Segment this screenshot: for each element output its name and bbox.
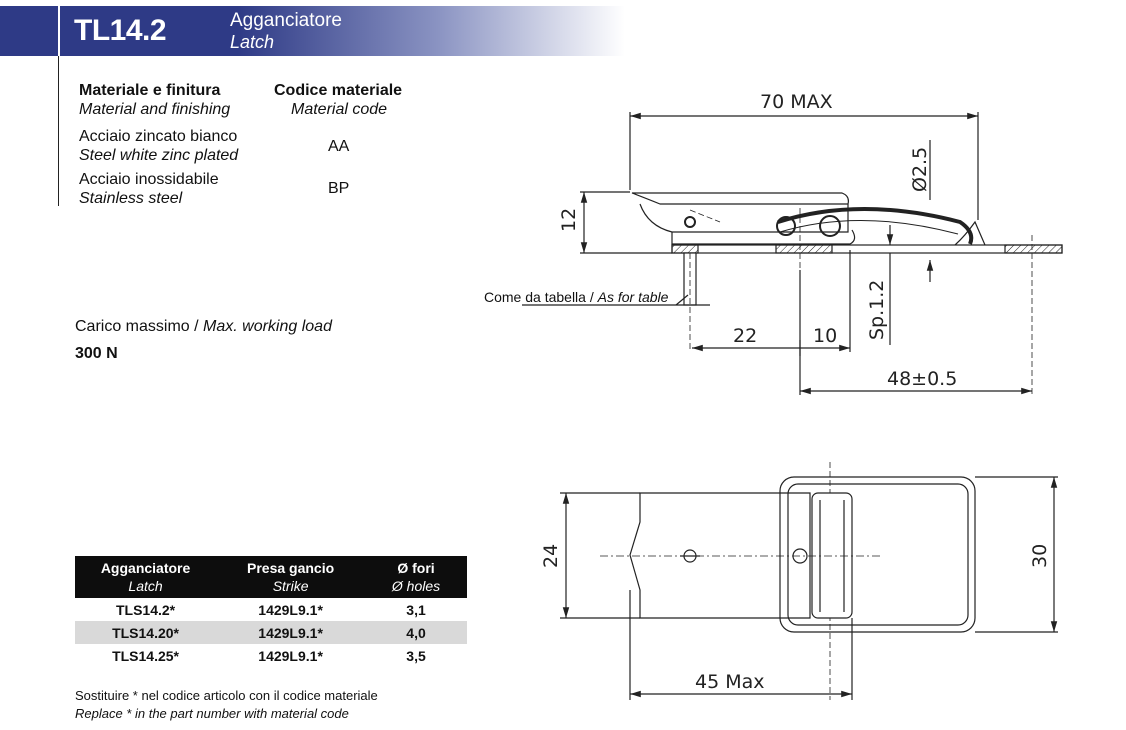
table-cell: 3,5 [406,647,426,664]
table-cell: TLS14.20* [75,621,217,644]
material-row-1-en: Steel white zinc plated [79,147,239,164]
side-view [522,112,1063,395]
table-cell: 1429L9.1* [216,621,366,644]
callout-it: Come da tabella / [484,289,598,305]
material-row-1-code: AA [328,138,350,155]
table-row: TLS14.20* 1429L9.1* 4,0 [75,621,467,644]
dim-24: 24 [540,544,562,568]
material-row-1-it: Acciaio zincato bianco [79,128,238,145]
header-bar [0,6,625,56]
max-load-label-it: Carico massimo / [75,318,204,335]
max-load-label-en: Max. working load [203,318,332,335]
note-en: Replace * in the part number with materi… [75,706,349,721]
dim-70-max: 70 MAX [760,91,833,113]
dim-12: 12 [558,208,580,232]
code-heading-it: Codice materiale [274,82,403,99]
dim-diameter: Ø2.5 [909,147,931,192]
material-heading-it: Materiale e finitura [79,82,221,99]
section-divider [58,56,59,206]
dim-10: 10 [813,325,837,347]
table-cell: 3,1 [406,601,426,618]
dim-45-max: 45 Max [695,671,765,693]
dim-48: 48±0.5 [887,368,957,390]
material-row-2-it: Acciaio inossidabile [79,171,219,188]
max-load-value: 300 N [75,345,118,362]
dim-thickness: Sp.1.2 [866,280,888,340]
top-view [560,462,1058,700]
table-cell: TLS14.2* [115,601,176,618]
table-cell: 4,0 [365,621,467,644]
product-name-it: Agganciatore [230,10,342,31]
material-row-2-code: BP [328,180,350,197]
material-heading-en: Material and finishing [79,101,231,118]
dim-22: 22 [733,325,757,347]
max-load-label: Carico massimo / Max. working load [75,318,332,336]
dim-30: 30 [1029,544,1051,568]
product-code: TL14.2 [74,14,167,47]
table-row: TLS14.2* 1429L9.1* 3,1 [75,598,467,621]
product-name-en: Latch [230,32,275,52]
table-row: TLS14.25* 1429L9.1* 3,5 [75,644,467,667]
material-row-2-en: Stainless steel [79,190,183,207]
table-cell: TLS14.25* [112,647,180,664]
table-cell: 1429L9.1* [258,601,323,618]
callout-en: As for table [597,289,669,305]
code-heading-en: Material code [291,101,388,118]
header-divider [58,6,60,56]
table-cell: 1429L9.1* [258,647,323,664]
callout-as-for-table: Come da tabella / As for table [484,289,669,305]
note-it: Sostituire * nel codice articolo con il … [75,688,378,703]
